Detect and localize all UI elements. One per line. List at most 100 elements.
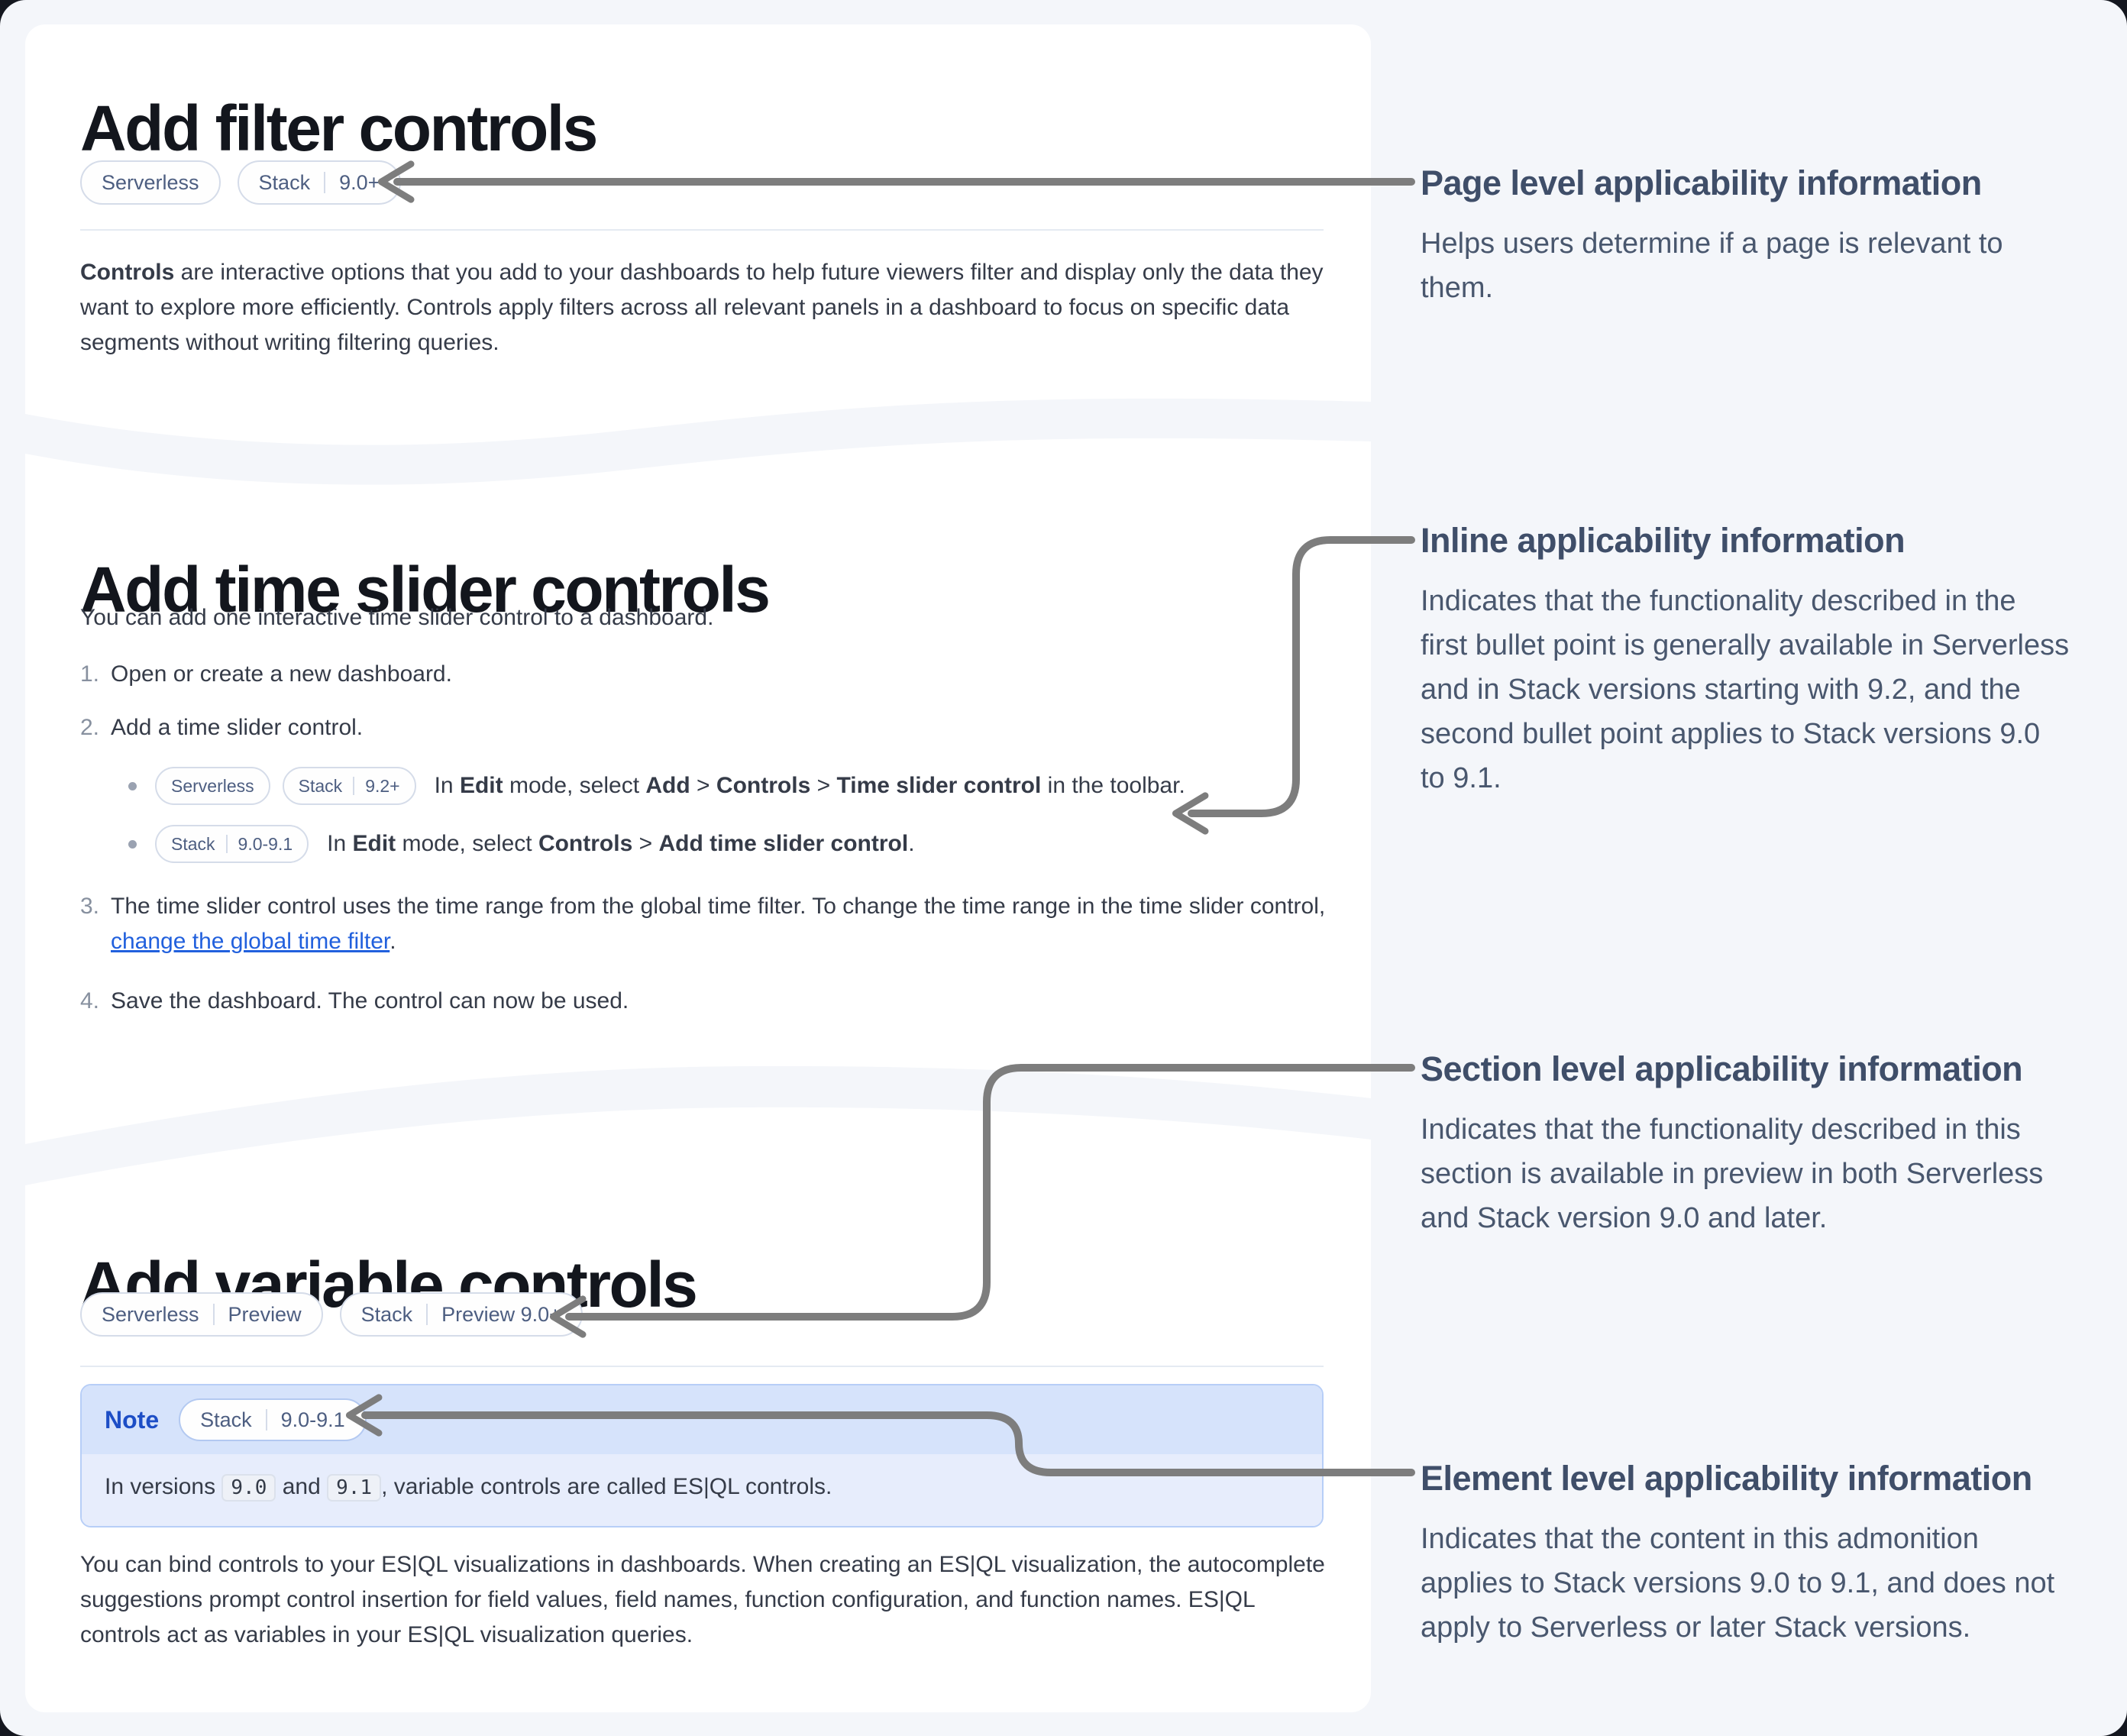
- annotation-title: Page level applicability information: [1421, 163, 1982, 202]
- step-1: 1. Open or create a new dashboard.: [80, 657, 1333, 692]
- text-segment: You can bind controls to your ES|QL visu…: [80, 1552, 1325, 1647]
- time-slider-intro: You can add one interactive time slider …: [80, 605, 714, 630]
- step-number: 1.: [80, 661, 100, 687]
- page-badges: Serverless Stack 9.0+: [80, 160, 402, 205]
- badge-serverless: Serverless: [155, 767, 270, 805]
- badge-stack-version: Stack 9.0-9.1: [179, 1398, 367, 1441]
- annotation-inline-level: Inline applicability information Indicat…: [1421, 519, 2070, 800]
- badge-divider: [225, 835, 228, 853]
- step-text: Add a time slider control.: [111, 710, 1333, 745]
- badge-label: Serverless: [102, 1302, 199, 1326]
- variable-paragraph: You can bind controls to your ES|QL visu…: [80, 1547, 1333, 1653]
- step-4: 4. Save the dashboard. The control can n…: [80, 984, 1333, 1019]
- badge-label: Serverless: [171, 775, 254, 796]
- bullet-icon: [128, 781, 137, 790]
- section-badges: Serverless Preview Stack Preview 9.0+: [80, 1292, 583, 1337]
- text-segment: .: [390, 929, 396, 954]
- badge-version: 9.0-9.1: [280, 1408, 345, 1431]
- step-number: 4.: [80, 988, 100, 1013]
- step-2: 2. Add a time slider control.: [80, 710, 1333, 745]
- badge-lifecycle-version: Preview 9.0+: [441, 1302, 561, 1326]
- badge-divider: [426, 1304, 428, 1325]
- text-segment: Open or create a new dashboard.: [111, 661, 452, 687]
- intro-paragraph: Controls are interactive options that yo…: [80, 255, 1333, 360]
- badge-lifecycle: Preview: [228, 1302, 302, 1326]
- text-segment: >: [810, 773, 837, 798]
- annotation-title: Inline applicability information: [1421, 521, 1906, 560]
- text-segment: .: [908, 831, 915, 856]
- bullet-text: In Edit mode, select Add > Controls > Ti…: [435, 773, 1185, 799]
- text-segment: , variable controls are called ES|QL con…: [381, 1474, 832, 1499]
- page-title: Add filter controls: [80, 92, 598, 165]
- step-3: 3. The time slider control uses the time…: [80, 889, 1333, 959]
- badge-serverless: Serverless: [80, 160, 221, 205]
- badge-label: Stack: [171, 833, 215, 854]
- step-text: Save the dashboard. The control can now …: [111, 984, 1333, 1019]
- text-segment: Save the dashboard. The control can now …: [111, 988, 629, 1013]
- inline-code: 9.1: [327, 1474, 382, 1502]
- text-segment: Time slider control: [836, 773, 1042, 798]
- note-label: Note: [105, 1405, 160, 1434]
- text-segment: In: [327, 831, 353, 856]
- divider: [80, 229, 1324, 231]
- annotation-page-level: Page level applicability information Hel…: [1421, 162, 2070, 310]
- text-segment: Edit: [352, 831, 396, 856]
- text-segment: Controls: [716, 773, 811, 798]
- text-segment: are interactive options that you add to …: [80, 260, 1324, 355]
- text-segment: mode, select: [396, 831, 538, 856]
- badge-divider: [212, 1304, 215, 1325]
- note-body: In versions 9.0 and 9.1, variable contro…: [82, 1454, 1322, 1526]
- badge-serverless-preview: Serverless Preview: [80, 1292, 323, 1337]
- text-segment: Add a time slider control.: [111, 715, 364, 740]
- text-segment: Controls: [538, 831, 633, 856]
- step-text: The time slider control uses the time ra…: [111, 889, 1333, 959]
- annotation-section-level: Section level applicability information …: [1421, 1048, 2070, 1240]
- badge-label: Stack: [298, 775, 343, 796]
- text-segment: Controls: [80, 260, 175, 285]
- badge-label: Stack: [360, 1302, 413, 1326]
- badge-divider: [265, 1409, 267, 1431]
- text-segment: Add time slider control: [658, 831, 909, 856]
- annotation-element-level: Element level applicability information …: [1421, 1457, 2070, 1650]
- section-title-time-slider: Add time slider controls: [80, 554, 771, 626]
- badge-version: 9.2+: [365, 775, 400, 796]
- inline-link[interactable]: change the global time filter: [111, 929, 390, 954]
- text-segment: mode, select: [503, 773, 646, 798]
- text-segment: >: [632, 831, 659, 856]
- badge-stack-version: Stack 9.0+: [237, 160, 402, 205]
- text-segment: In: [434, 773, 460, 798]
- divider: [80, 1366, 1324, 1367]
- badge-stack-version: Stack 9.0-9.1: [155, 825, 309, 863]
- badge-divider: [353, 777, 355, 795]
- annotation-title: Section level applicability information: [1421, 1049, 2023, 1088]
- annotation-body: Indicates that the functionality describ…: [1421, 585, 2070, 794]
- sub-bullet-1: Serverless Stack 9.2+ In Edit mode, sele…: [128, 767, 1185, 805]
- annotation-body: Helps users determine if a page is relev…: [1421, 228, 2003, 304]
- text-segment: >: [690, 773, 716, 798]
- step-number: 2.: [80, 715, 100, 740]
- text-segment: in the toolbar.: [1041, 773, 1185, 798]
- text-segment: and: [276, 1474, 328, 1499]
- annotation-title: Element level applicability information: [1421, 1459, 2032, 1498]
- badge-version: 9.0-9.1: [238, 833, 293, 854]
- note-admonition: Note Stack 9.0-9.1 In versions 9.0 and 9…: [80, 1384, 1324, 1527]
- bullet-text: In Edit mode, select Controls > Add time…: [327, 831, 914, 857]
- annotation-body: Indicates that the functionality describ…: [1421, 1114, 2044, 1234]
- step-text: Open or create a new dashboard.: [111, 657, 1333, 692]
- step-number: 3.: [80, 894, 100, 919]
- bullet-icon: [128, 839, 137, 849]
- badge-stack-version: Stack 9.2+: [282, 767, 416, 805]
- text-segment: In versions: [105, 1474, 222, 1499]
- badge-divider: [324, 172, 326, 193]
- badge-label: Stack: [200, 1408, 252, 1431]
- text-segment: The time slider control uses the time ra…: [111, 894, 1326, 919]
- badge-label: Serverless: [102, 170, 199, 194]
- text-segment: Add: [645, 773, 690, 798]
- note-header: Note Stack 9.0-9.1: [82, 1385, 1322, 1454]
- badge-version: 9.0+: [339, 170, 380, 194]
- text-segment: Edit: [459, 773, 503, 798]
- badge-stack-preview-version: Stack Preview 9.0+: [339, 1292, 583, 1337]
- sub-bullet-2: Stack 9.0-9.1 In Edit mode, select Contr…: [128, 825, 915, 863]
- annotation-body: Indicates that the content in this admon…: [1421, 1523, 2055, 1644]
